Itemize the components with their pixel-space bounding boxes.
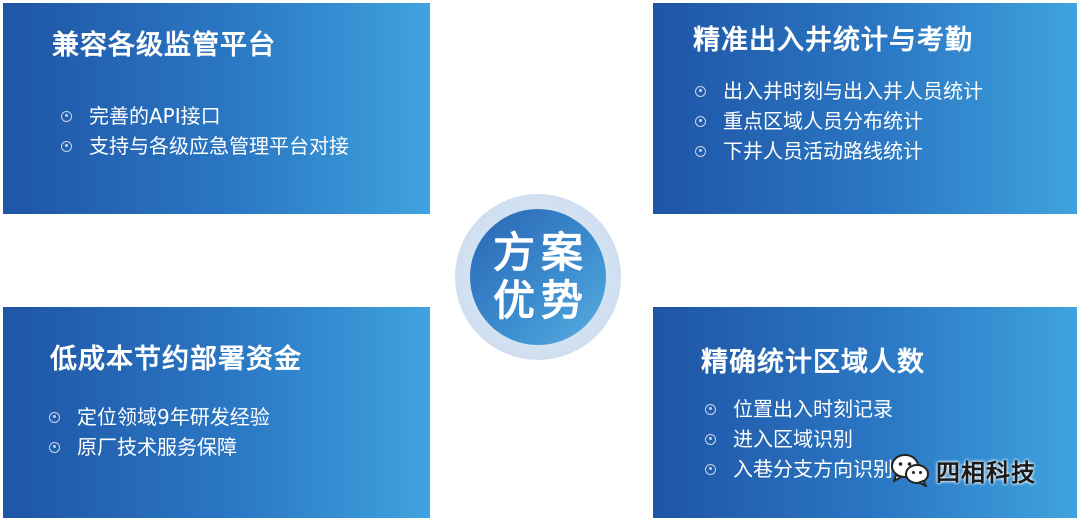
list-item: 原厂技术服务保障 (49, 432, 270, 462)
feature-card-low-cost: 低成本节约部署资金 定位领域9年研发经验 原厂技术服务保障 (3, 307, 430, 518)
card-list: 定位领域9年研发经验 原厂技术服务保障 (49, 402, 270, 462)
list-item: 支持与各级应急管理平台对接 (61, 131, 349, 161)
bullet-icon (705, 463, 716, 475)
wechat-icon (891, 454, 929, 487)
card-title: 兼容各级监管平台 (52, 30, 276, 61)
center-label-line-2: 优势 (492, 276, 589, 325)
feature-card-attendance: 精准出入井统计与考勤 出入井时刻与出入井人员统计 重点区域人员分布统计 下井人员… (653, 3, 1077, 214)
list-item: 位置出入时刻记录 (705, 394, 893, 424)
card-title: 低成本节约部署资金 (50, 344, 302, 375)
list-item: 进入区域识别 (705, 424, 893, 454)
bullet-icon (695, 115, 706, 127)
list-item: 完善的API接口 (61, 101, 349, 131)
card-list: 位置出入时刻记录 进入区域识别 入巷分支方向识别 (705, 394, 893, 484)
bullet-icon (695, 85, 706, 97)
list-item: 重点区域人员分布统计 (695, 106, 983, 136)
bullet-icon (705, 403, 716, 415)
bullet-icon (695, 145, 706, 157)
watermark: 四相科技 (890, 452, 1036, 488)
bullet-icon (61, 110, 72, 122)
feature-card-area-count: 精确统计区域人数 位置出入时刻记录 进入区域识别 入巷分支方向识别 (653, 307, 1077, 518)
list-item: 下井人员活动路线统计 (695, 136, 983, 166)
center-label-line-1: 方案 (492, 228, 589, 277)
brand-name: 四相科技 (936, 458, 1036, 487)
bullet-icon (61, 140, 72, 152)
list-item: 出入井时刻与出入井人员统计 (695, 76, 983, 106)
card-list: 完善的API接口 支持与各级应急管理平台对接 (61, 101, 349, 161)
bullet-icon (49, 441, 60, 453)
card-title: 精确统计区域人数 (701, 347, 925, 378)
list-item: 定位领域9年研发经验 (49, 402, 270, 432)
feature-card-compatibility: 兼容各级监管平台 完善的API接口 支持与各级应急管理平台对接 (3, 3, 430, 214)
bullet-icon (705, 433, 716, 445)
bullet-icon (49, 411, 60, 423)
center-circle: 方案 优势 (470, 209, 606, 345)
center-badge: 方案 优势 (455, 194, 621, 360)
card-list: 出入井时刻与出入井人员统计 重点区域人员分布统计 下井人员活动路线统计 (695, 76, 983, 166)
card-title: 精准出入井统计与考勤 (693, 25, 973, 56)
list-item: 入巷分支方向识别 (705, 454, 893, 484)
